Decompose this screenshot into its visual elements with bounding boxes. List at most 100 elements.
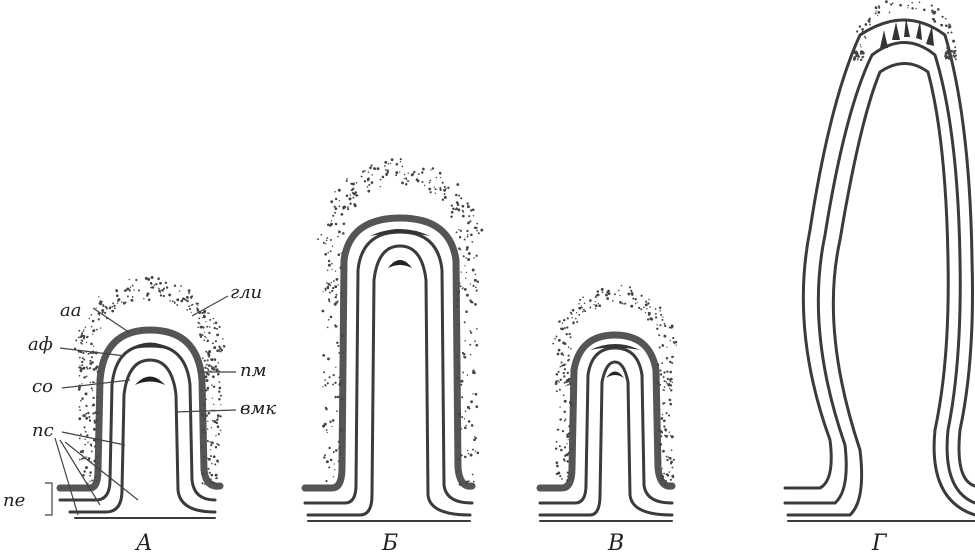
stipple-dot (464, 426, 467, 429)
stipple-dot (391, 158, 394, 161)
stipple-dot (332, 419, 335, 422)
stipple-dot (323, 291, 324, 292)
stipple-dot (330, 285, 331, 286)
stipple-dot (428, 188, 431, 191)
stipple-dot (338, 253, 341, 256)
stipple-dot (213, 420, 216, 423)
label-gli: гли (230, 282, 262, 303)
stipple-dot (570, 336, 572, 338)
stipple-dot (215, 446, 217, 448)
stipple-dot (552, 343, 554, 345)
stipple-dot (93, 428, 96, 431)
stipple-dot (659, 307, 661, 309)
stipple-dot (673, 341, 675, 343)
stipple-dot (202, 357, 204, 359)
stipple-dot (328, 447, 330, 449)
stipple-dot (79, 406, 81, 408)
stipple-dot (336, 410, 338, 412)
stipple-dot (205, 414, 208, 417)
stipple-dot (94, 421, 97, 424)
stipple-dot (337, 236, 339, 238)
stipple-dot (861, 51, 864, 54)
stipple-dot (322, 386, 323, 387)
stipple-dot (210, 455, 212, 457)
stipple-dot (948, 26, 951, 29)
stipple-dot (664, 483, 666, 485)
stipple-dot (327, 252, 328, 253)
stipple-dot (188, 289, 191, 292)
stipple-dot (469, 330, 471, 332)
stipple-dot (595, 296, 597, 298)
stipple-dot (214, 327, 216, 329)
stipple-dot (472, 449, 474, 451)
stipple-dot (464, 340, 466, 342)
stipple-dot (328, 283, 331, 286)
stipple-dot (338, 377, 339, 378)
stipple-dot (208, 364, 211, 367)
stipple-dot (456, 201, 459, 204)
stipple-dot (203, 311, 206, 314)
stipple-dot (92, 320, 95, 323)
stipple-dot (456, 305, 458, 307)
stipple-dot (406, 178, 408, 180)
stipple-dot (863, 31, 864, 32)
stipple-dot (408, 172, 409, 173)
stipple-dot (624, 303, 626, 305)
stipple-dot (561, 478, 563, 480)
stipple-dot (661, 475, 664, 478)
stipple-dot (322, 354, 325, 357)
stipple-dot (413, 171, 415, 173)
stipple-dot (473, 215, 474, 216)
stipple-dot (112, 306, 114, 308)
stipple-dot (218, 391, 220, 393)
stipple-dot (670, 435, 671, 436)
stipple-dot (648, 299, 650, 301)
stipple-dot (134, 289, 135, 290)
stipple-dot (198, 317, 200, 319)
stipple-dot (216, 333, 219, 336)
stipple-dot (216, 483, 218, 485)
stipple-dot (79, 375, 81, 377)
stipple-dot (583, 309, 585, 311)
stipple-dot (102, 311, 104, 313)
stipple-dot (85, 405, 87, 407)
stipple-dot (559, 389, 561, 391)
stipple-dot (329, 421, 331, 423)
stipple-dot (556, 373, 559, 376)
stipple-dot (368, 184, 370, 186)
stipple-dot (468, 480, 470, 482)
stipple-dot (150, 283, 152, 285)
stipple-dot (429, 180, 431, 182)
stipple-dot (215, 340, 217, 342)
stipple-dot (622, 303, 624, 305)
stipple-dot (570, 420, 572, 422)
stipple-dot (951, 56, 953, 58)
stipple-dot (462, 287, 464, 289)
stipple-dot (470, 400, 473, 403)
stipple-dot (907, 5, 909, 7)
stipple-dot (564, 420, 566, 422)
stipple-dot (558, 321, 560, 323)
stipple-dot (354, 204, 357, 207)
stipple-dot (89, 475, 91, 477)
stipple-dot (476, 255, 478, 257)
stipple-dot (671, 325, 674, 328)
stipple-dot (436, 177, 437, 178)
stipple-dot (556, 390, 558, 392)
stipple-dot (206, 458, 208, 460)
stipple-dot (208, 332, 210, 334)
stipple-dot (422, 181, 424, 183)
stipple-dot (202, 326, 204, 328)
stipple-dot (877, 11, 880, 14)
panel-v-structure (540, 335, 672, 521)
stipple-dot (338, 230, 341, 233)
stipple-dot (464, 265, 465, 266)
stipple-dot (222, 338, 224, 340)
stipple-dot (665, 480, 667, 482)
stipple-dot (859, 25, 862, 28)
stipple-dot (467, 234, 469, 236)
stipple-dot (567, 471, 569, 473)
stipple-dot (451, 204, 453, 206)
stipple-dot (174, 285, 176, 287)
stipple-dot (946, 47, 949, 50)
